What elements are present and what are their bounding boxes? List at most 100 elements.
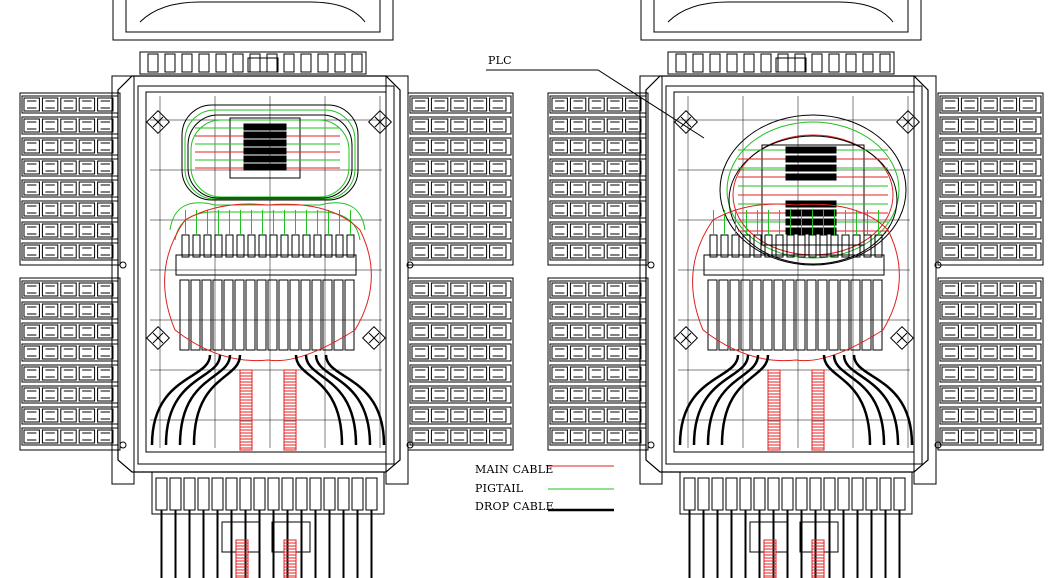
sc-adapter [60,118,77,133]
adapter-row-outline [21,322,119,341]
sc-adapter [41,97,59,112]
adapter-row-outline [409,427,512,446]
sc-adapter [430,97,449,112]
main-cable-jacket [239,369,253,451]
sc-adapter [551,223,568,238]
sc-adapter [606,366,624,381]
sc-adapter [1019,429,1037,444]
adapter-row [939,200,1042,219]
plc-splitter-cell [785,227,837,235]
drop-cable [832,354,886,446]
sc-adapter [23,118,40,133]
sc-adapter [411,387,429,402]
sc-adapter [960,139,979,154]
adapter-row-outline [21,179,119,198]
adapter-slot [223,279,234,351]
clip-body [367,109,393,135]
vent-slot [828,53,840,73]
sc-adapter [60,97,77,112]
adapter-row [939,280,1042,299]
vent-slot [709,53,721,73]
adapter-row [939,242,1042,261]
adapter-bank-frame [547,277,649,451]
sc-adapter [588,139,605,154]
sc-adapter [980,408,998,423]
adapter-row-outline [21,385,119,404]
sc-adapter [960,282,979,297]
gland-plate [679,471,913,515]
adapter-slot [784,279,795,351]
sc-adapter [606,429,624,444]
vent-slot [198,53,210,73]
mounting-clip [145,325,171,351]
sc-adapter [999,160,1018,175]
drop-cable [692,354,750,446]
left-flange [639,75,663,485]
sc-adapter [569,366,587,381]
tray-frame [145,91,387,453]
sc-adapter [489,366,507,381]
housing-inner [665,85,923,465]
sc-adapter [941,282,959,297]
sc-adapter [941,429,959,444]
adapter-row [939,137,1042,156]
plc-label: PLC [488,54,512,67]
sc-adapter [411,303,429,318]
sc-adapter [489,181,507,196]
adapter-slot [839,279,850,351]
sc-adapter [606,202,624,217]
sc-adapter [960,223,979,238]
sc-adapter [960,118,979,133]
adapter-row [549,280,647,299]
plc-leader-line [486,69,705,139]
sc-adapter [23,408,40,423]
sc-adapter [606,244,624,259]
adapter-row-outline [21,221,119,240]
adapter-row-outline [549,95,647,114]
top-hinge-inner [653,0,909,33]
main-cable-route [164,203,372,362]
tray-ring [719,114,907,266]
adapter-row-outline [939,322,1042,341]
vent-slot [743,53,755,73]
adapter-row [21,158,119,177]
sc-adapter [569,244,587,259]
adapter-row [549,200,647,219]
adapter-slot [817,279,828,351]
sc-adapter [450,366,468,381]
sc-adapter [97,345,114,360]
adapter-row-outline [939,385,1042,404]
adapter-row [409,343,512,362]
top-hinge [640,0,922,41]
sc-adapter [430,223,449,238]
clip-body [673,109,699,135]
sc-adapter [588,408,605,423]
sc-adapter [1019,387,1037,402]
adapter-row [409,364,512,383]
adapter-row-outline [549,137,647,156]
adapter-row [939,301,1042,320]
vent-slot [232,53,244,73]
sc-adapter [588,244,605,259]
sc-adapter [1019,408,1037,423]
sc-adapter [489,303,507,318]
adapter-row-outline [409,158,512,177]
adapter-row-outline [549,242,647,261]
sc-adapter [489,223,507,238]
sc-adapter [588,160,605,175]
adapter-slot [278,279,289,351]
legend: MAIN CABLE PIGTAIL DROP CABLE [475,463,614,513]
main-cable [235,539,249,578]
adapter-row-outline [409,364,512,383]
adapter-row-outline [21,427,119,446]
sc-adapter [980,223,998,238]
sc-adapter [60,324,77,339]
adapter-row-outline [21,95,119,114]
adapter-row-outline [549,364,647,383]
adapter-slot [850,279,861,351]
sc-adapter [941,118,959,133]
sc-adapter [41,160,59,175]
sc-adapter [588,202,605,217]
sc-adapter [588,324,605,339]
sc-adapter [999,118,1018,133]
